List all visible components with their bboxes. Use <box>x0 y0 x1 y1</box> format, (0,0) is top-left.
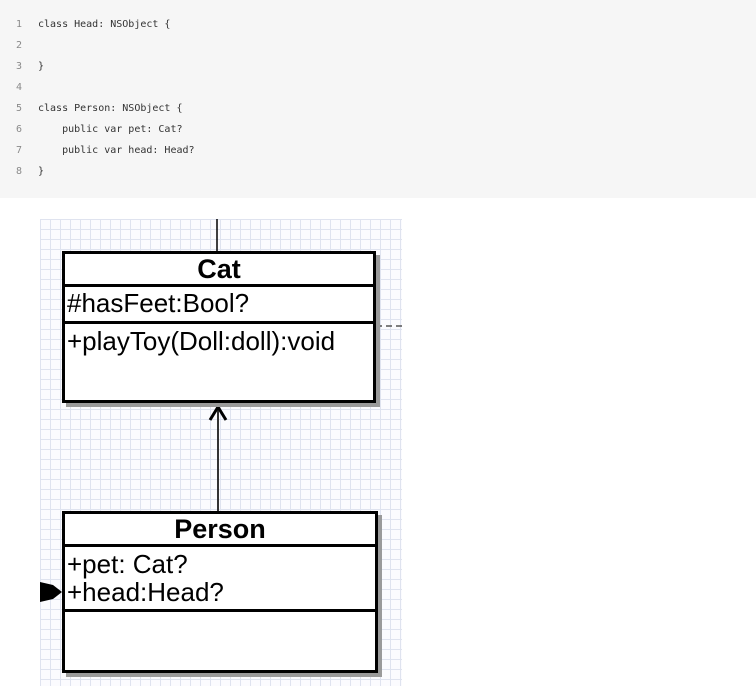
line-code: public var head: Head? <box>38 145 195 156</box>
code-line: 8} <box>0 161 44 182</box>
open-arrowhead-icon <box>208 404 228 421</box>
method-row: +playToy(Doll:doll):void <box>67 326 336 356</box>
code-line: 6 public var pet: Cat? <box>0 119 183 140</box>
class-attributes: +pet: Cat? +head:Head? <box>65 547 375 612</box>
line-number: 1 <box>15 19 22 30</box>
attribute-row: +head:Head? <box>67 577 224 607</box>
class-box-person[interactable]: Person +pet: Cat? +head:Head? <box>62 511 378 673</box>
code-line: 2 <box>0 35 38 56</box>
code-line: 4 <box>0 77 38 98</box>
line-code: class Head: NSObject { <box>38 19 171 30</box>
line-number: 7 <box>15 145 22 156</box>
line-code: public var pet: Cat? <box>38 124 183 135</box>
line-number: 5 <box>15 103 22 114</box>
class-name: Cat <box>65 254 373 287</box>
diagram-connectors <box>40 219 402 602</box>
class-name: Person <box>65 514 375 547</box>
line-number: 6 <box>15 124 22 135</box>
line-number: 2 <box>15 40 22 51</box>
code-line: 5 class Person: NSObject { <box>0 98 183 119</box>
line-number: 3 <box>15 61 22 72</box>
line-number: 8 <box>15 166 22 177</box>
line-code: } <box>38 61 45 72</box>
attribute-row: #hasFeet:Bool? <box>67 288 250 318</box>
composition-diamond-icon <box>40 582 62 602</box>
line-code: class Person: NSObject { <box>38 103 183 114</box>
code-line: 3} <box>0 56 44 77</box>
class-attributes: #hasFeet:Bool? <box>65 287 373 324</box>
code-block: 1 class Head: NSObject { 2 3} 4 5 class Pe… <box>0 0 756 198</box>
code-line: 7 public var head: Head? <box>0 140 195 161</box>
line-number: 4 <box>15 82 22 93</box>
class-methods: +playToy(Doll:doll):void <box>65 324 373 358</box>
class-box-cat[interactable]: Cat #hasFeet:Bool? +playToy(Doll:doll):v… <box>62 251 376 403</box>
line-code: } <box>38 166 45 177</box>
uml-diagram: Cat #hasFeet:Bool? +playToy(Doll:doll):v… <box>40 219 402 686</box>
attribute-row: +pet: Cat? <box>67 549 188 579</box>
code-line: 1 class Head: NSObject { <box>0 14 170 35</box>
